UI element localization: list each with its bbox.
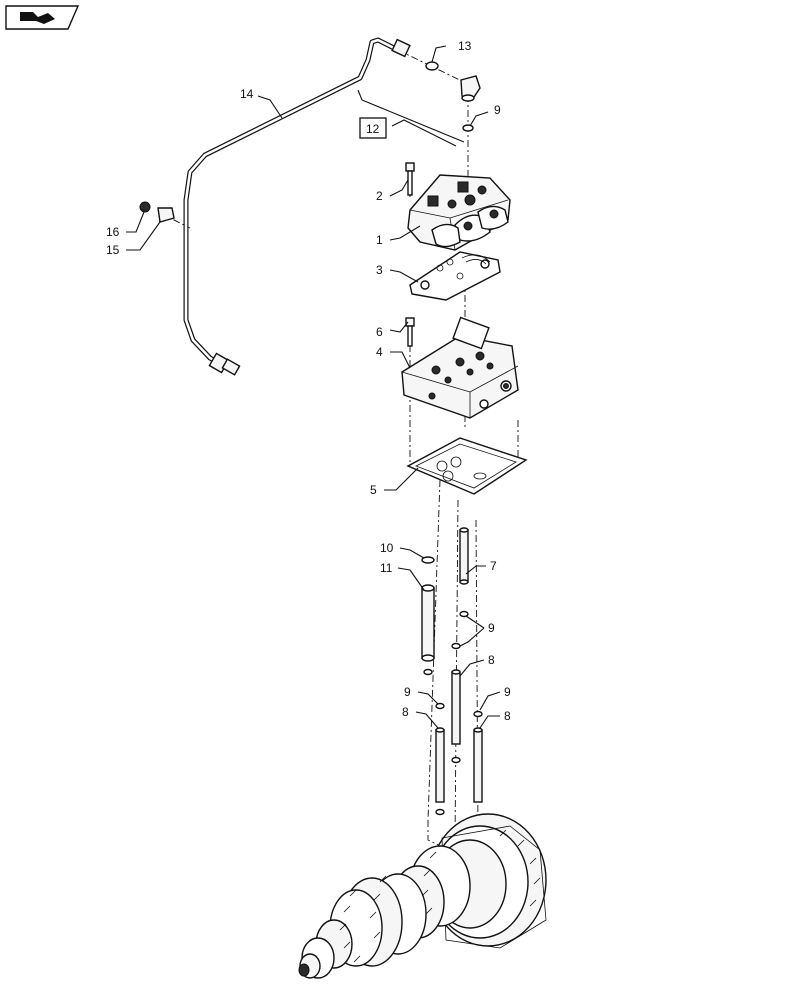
manifold-housing-4 [401, 316, 519, 419]
callout-8-right: 8 [504, 709, 511, 723]
callout-leaders [126, 45, 501, 729]
o-ring-13 [425, 61, 439, 71]
callout-8-center: 8 [488, 653, 495, 667]
tube-8-left [435, 727, 445, 803]
callout-10: 10 [380, 541, 394, 555]
o-ring-9-low-a [435, 702, 445, 710]
callout-9-mid: 9 [488, 621, 495, 635]
callout-3: 3 [376, 263, 383, 277]
clip-and-bolt [139, 201, 175, 223]
callout-8-left: 8 [402, 705, 409, 719]
callout-9-left: 9 [404, 685, 411, 699]
callout-14: 14 [240, 87, 254, 101]
callout-2: 2 [376, 189, 383, 203]
callout-5: 5 [370, 483, 377, 497]
kit-outline-12 [357, 89, 465, 143]
o-ring-9-mid-b [451, 642, 461, 650]
tube-8-center [451, 669, 461, 745]
bolt-2 [405, 162, 415, 196]
callout-12: 12 [366, 122, 380, 136]
sleeve-11 [421, 584, 435, 662]
callout-13: 13 [458, 39, 472, 53]
callout-15: 15 [106, 243, 120, 257]
callout-9-top: 9 [494, 103, 501, 117]
o-ring-9-top [462, 124, 474, 132]
callout-16: 16 [106, 225, 120, 239]
callout-9-right: 9 [504, 685, 511, 699]
tube-assembly [183, 37, 411, 376]
gasket-3 [409, 251, 501, 301]
bolt-6 [405, 317, 415, 347]
tube-8-right [473, 727, 483, 803]
o-ring-9-low-c [451, 756, 461, 764]
callout-6: 6 [376, 325, 383, 339]
ring-10 [421, 556, 435, 564]
callout-labels: 13 9 12 14 2 1 3 6 4 5 10 11 7 9 8 9 9 8… [106, 39, 511, 723]
o-ring-9-low-e [435, 808, 445, 816]
o-ring-9-mid-c [423, 668, 433, 676]
valve-block-1 [407, 174, 511, 251]
callout-1: 1 [376, 233, 383, 247]
o-ring-9-mid-a [459, 610, 469, 618]
elbow-fitting [460, 75, 481, 102]
callout-7: 7 [490, 559, 497, 573]
tube-7 [459, 527, 469, 585]
book-arrow-icon[interactable] [5, 5, 80, 30]
callout-4: 4 [376, 345, 383, 359]
plate-gasket-5 [406, 437, 528, 495]
o-ring-9-low-b [473, 710, 483, 718]
callout-11: 11 [380, 561, 393, 575]
callout-box-12 [359, 117, 387, 139]
kit-leader-12 [391, 119, 457, 147]
clutch-gear-assembly [298, 813, 547, 979]
